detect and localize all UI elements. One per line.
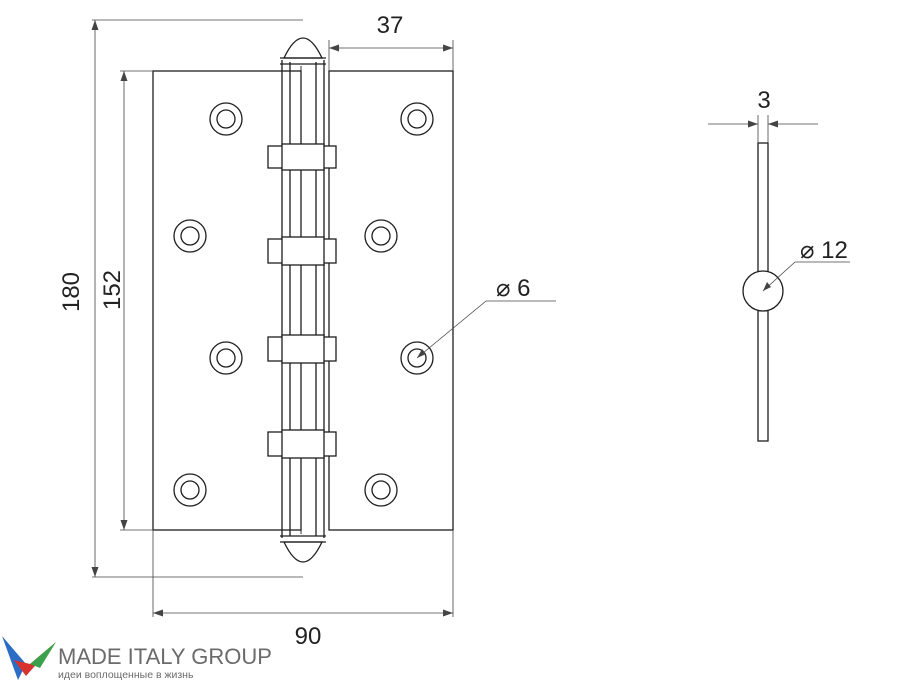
- screw-hole: [400, 102, 434, 136]
- screw-hole: [400, 341, 434, 375]
- side-dimension-lines: [708, 115, 850, 292]
- company-slogan: идеи воплощенные в жизнь: [58, 669, 194, 681]
- hole-diameter-label: ⌀ 6: [496, 275, 530, 302]
- screw-hole: [209, 341, 243, 375]
- bottom-finial: [280, 535, 326, 563]
- right-leaf: [328, 70, 454, 531]
- screw-hole: [364, 473, 398, 507]
- bearing-ring-2: [267, 236, 337, 266]
- bearing-ring-1: [267, 143, 337, 171]
- screw-hole: [209, 102, 243, 136]
- check-bird-logo-icon: [2, 636, 56, 680]
- side-dimension-arrows: [748, 120, 778, 291]
- inner-height-label: 152: [99, 270, 126, 310]
- knuckle-diameter-label: ⌀ 12: [800, 237, 848, 264]
- thickness-label: 3: [757, 87, 770, 114]
- screw-hole: [173, 473, 207, 507]
- bearing-ring-3: [267, 334, 337, 364]
- total-width-label: 90: [295, 623, 322, 650]
- dimension-arrows: [91, 20, 453, 617]
- dimension-lines: [92, 19, 556, 617]
- screw-hole: [364, 219, 398, 253]
- hinge-side-view: [742, 142, 784, 442]
- overall-height-label: 180: [58, 272, 85, 312]
- pin-barrel: [281, 60, 325, 538]
- bearing-ring-4: [267, 429, 337, 459]
- hinge-front-view: [152, 37, 454, 563]
- left-leaf: [152, 70, 302, 531]
- screw-hole: [173, 219, 207, 253]
- leaf-width-label: 37: [377, 12, 404, 39]
- top-finial: [280, 37, 326, 65]
- company-name: MADE ITALY GROUP: [58, 644, 272, 669]
